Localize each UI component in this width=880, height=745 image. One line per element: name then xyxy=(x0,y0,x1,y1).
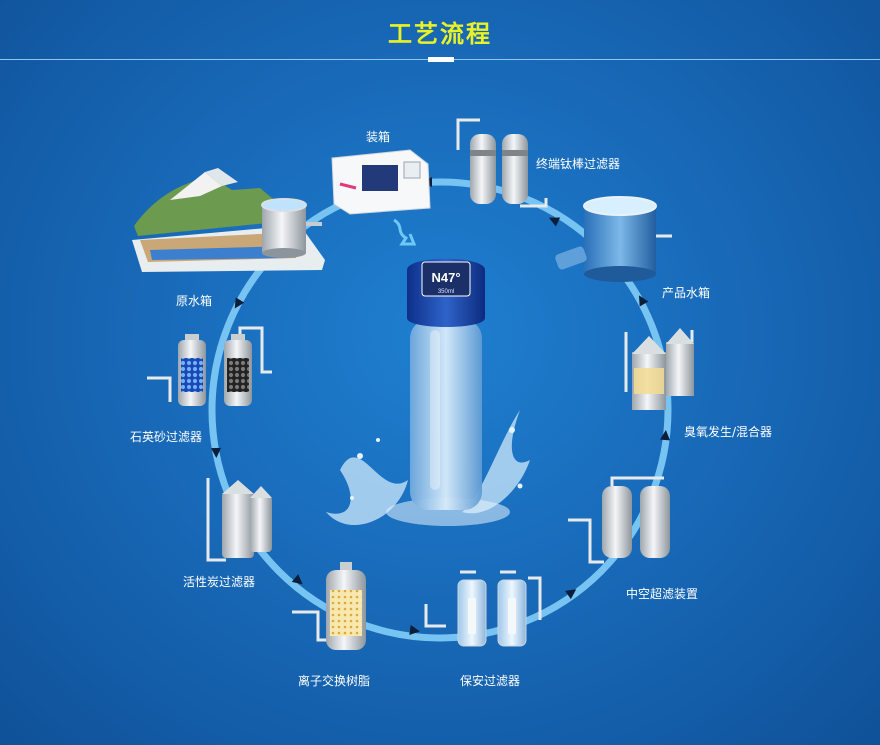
title-divider-marker xyxy=(428,57,454,62)
security-filter-illustration xyxy=(424,570,542,647)
flow-arrow xyxy=(548,217,561,227)
label-ozone-generator-mixer: 臭氧发生/混合器 xyxy=(684,425,773,439)
flow-arrow xyxy=(660,430,670,441)
activated-carbon-filter-illustration xyxy=(206,478,272,562)
raw-water-tank-illustration xyxy=(132,168,325,272)
water-bottle-illustration: N47° 350ml xyxy=(326,258,530,526)
quartz-sand-filter-illustration xyxy=(147,326,272,406)
product-water-tank-illustration xyxy=(555,196,672,282)
label-activated-carbon-filter: 活性炭过滤器 xyxy=(183,575,256,589)
label-ion-exchange-resin: 离子交换树脂 xyxy=(298,674,371,688)
flow-arrow xyxy=(409,625,420,635)
hollow-ultrafiltration-illustration xyxy=(568,476,670,564)
label-quartz-sand-filter: 石英砂过滤器 xyxy=(130,430,203,444)
flow-arrow xyxy=(639,295,649,307)
packing-box-illustration xyxy=(331,149,431,246)
titanium-rod-filter-illustration xyxy=(456,118,548,208)
page-title: 工艺流程 xyxy=(388,20,492,48)
bottle-volume-text: 350ml xyxy=(438,289,454,295)
label-hollow-ultrafiltration: 中空超滤装置 xyxy=(626,587,699,601)
label-product-water-tank: 产品水箱 xyxy=(662,286,711,300)
label-security-filter: 保安过滤器 xyxy=(460,674,521,688)
bottle-brand-text: N47° xyxy=(431,270,460,285)
label-raw-water-tank: 原水箱 xyxy=(176,294,213,308)
ion-exchange-resin-illustration xyxy=(292,562,366,650)
flow-arrow xyxy=(211,447,221,458)
label-titanium-rod-filter: 终端钛棒过滤器 xyxy=(536,157,621,171)
flow-arrow xyxy=(234,297,245,309)
ozone-generator-mixer-illustration xyxy=(624,328,694,410)
label-packing: 装箱 xyxy=(366,130,391,144)
flow-arrows xyxy=(211,177,670,635)
flow-ring xyxy=(208,178,672,642)
flow-arrow xyxy=(565,589,577,600)
flow-arrow xyxy=(291,574,303,585)
